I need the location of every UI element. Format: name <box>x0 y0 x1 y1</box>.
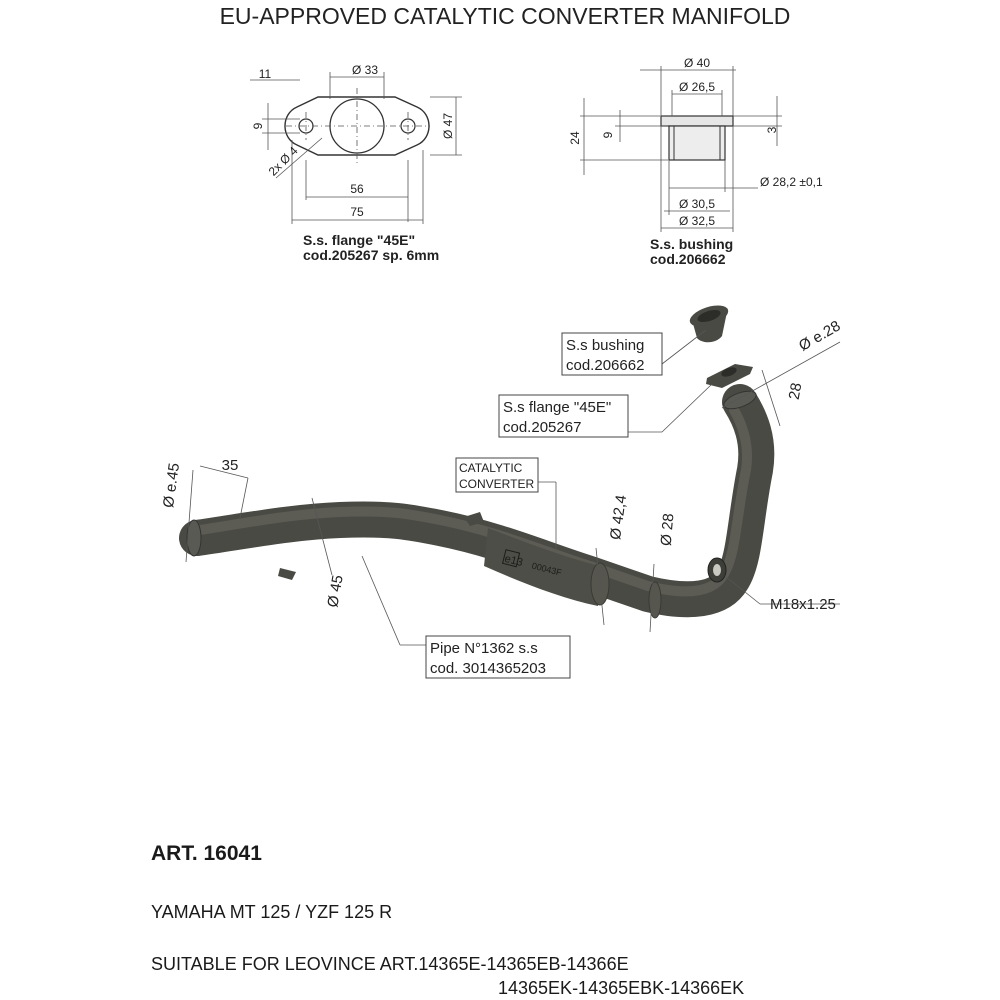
pipe-inlet-end <box>186 519 202 557</box>
dim-e28: Ø e.28 <box>796 317 843 354</box>
callout-flange-line1: S.s flange "45E" <box>503 399 611 416</box>
dim-d28: Ø 28 <box>658 513 678 547</box>
bushing-dim-3: 3 <box>765 126 779 133</box>
flange-caption-line2: cod.205267 sp. 6mm <box>303 247 439 263</box>
flange-bolt-hole-right <box>400 118 416 134</box>
suitable-line-2: 14365EK-14365EBK-14366EK <box>498 978 745 998</box>
callout-bushing-box <box>561 332 663 376</box>
article-number: ART. 16041 <box>151 842 262 865</box>
bushing-part <box>689 305 729 343</box>
dim-len28: 28 <box>786 382 806 401</box>
callout-pipe-line1: Pipe N°1362 s.s <box>430 640 538 657</box>
flange-caption-line1: S.s. flange "45E" <box>303 232 415 248</box>
flange-dim-d47: Ø 47 <box>441 113 455 139</box>
flange-dim-11: 11 <box>259 67 272 81</box>
bushing-dim-d28-2: Ø 28,2 ±0,1 <box>760 175 823 189</box>
callout-flange-box <box>498 394 629 438</box>
callout-catalytic-line1: CATALYTIC <box>459 461 523 475</box>
callout-flange-line2: cod.205267 <box>503 419 581 436</box>
dim-d45: Ø 45 <box>324 574 346 609</box>
bushing-caption-line1: S.s. bushing <box>650 236 733 252</box>
callout-catalytic-line2: CONVERTER <box>459 477 534 491</box>
page-title: EU-APPROVED CATALYTIC CONVERTER MANIFOLD <box>220 3 791 29</box>
bushing-dim-d30-5: Ø 30,5 <box>679 197 715 211</box>
flange-dim-9: 9 <box>251 122 265 129</box>
bushing-body <box>668 125 726 161</box>
flange-dim-56: 56 <box>350 182 364 196</box>
model-name: YAMAHA MT 125 / YZF 125 R <box>151 902 393 922</box>
callout-pipe-box <box>425 635 571 679</box>
bushing-caption-line2: cod.206662 <box>650 251 726 267</box>
flange-part <box>706 364 753 388</box>
bushing-dim-24: 24 <box>568 131 582 145</box>
bushing-dim-d26-5: Ø 26,5 <box>679 80 715 94</box>
callout-bushing-line2: cod.206662 <box>566 357 644 374</box>
callout-bushing-line1: S.s bushing <box>566 337 644 354</box>
bushing-dim-d32-5: Ø 32,5 <box>679 214 715 228</box>
flange-detail: Ø 33 11 9 Ø 47 2x Ø 4 56 75 S.s. flange … <box>250 63 462 263</box>
callout-catalytic-box <box>455 457 539 493</box>
bushing-collar <box>660 115 734 127</box>
callout-thread: M18x1.25 <box>770 596 836 613</box>
bushing-dim-d40: Ø 40 <box>684 56 710 70</box>
callout-pipe-line2: cod. 3014365203 <box>430 660 546 677</box>
flange-outline <box>284 96 430 156</box>
homologation-mark: e13 <box>503 553 524 569</box>
pipe-outlet-end <box>723 390 757 410</box>
manifold-assembly: e13 00043F Ø e.45 35 Ø 45 Ø 42,4 Ø 28 Ø … <box>160 305 843 679</box>
catalyst-section <box>484 528 600 606</box>
bushing-detail: Ø 40 Ø 26,5 24 9 3 Ø 28,2 ±0,1 Ø 30,5 Ø … <box>568 56 823 267</box>
flange-dim-75: 75 <box>350 205 364 219</box>
bushing-dim-9: 9 <box>601 131 615 138</box>
dim-d42-4: Ø 42,4 <box>607 494 630 541</box>
dim-35: 35 <box>222 457 239 474</box>
flange-dim-d33: Ø 33 <box>352 63 378 77</box>
dim-e45: Ø e.45 <box>160 462 183 509</box>
suitable-line-1: SUITABLE FOR LEOVINCE ART.14365E-14365EB… <box>151 954 629 974</box>
